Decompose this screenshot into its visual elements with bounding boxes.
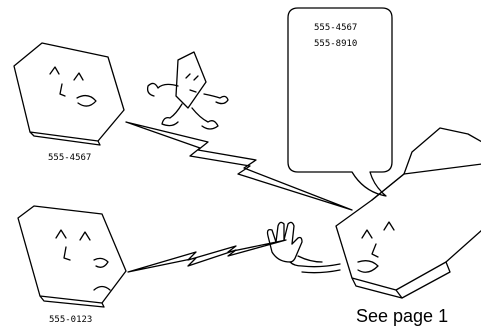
bubble-number-line-1: 555-4567: [314, 23, 357, 33]
bottom-device-number-label: 555-0123: [49, 315, 92, 325]
waving-hand: [266, 221, 341, 274]
main-phone-character: [335, 127, 481, 299]
signal-bolt-upper: [125, 121, 353, 211]
running-card-character: [146, 51, 229, 130]
page-reference-caption: See page 1: [356, 306, 449, 326]
top-device-number-label: 555-4567: [48, 153, 91, 163]
speech-bubble: [287, 7, 393, 197]
signal-bolt-lower: [127, 239, 287, 273]
top-device-smiling-face: [13, 42, 125, 146]
bottom-device-worried-face: [17, 205, 127, 308]
bubble-number-line-2: 555-8910: [314, 39, 357, 49]
